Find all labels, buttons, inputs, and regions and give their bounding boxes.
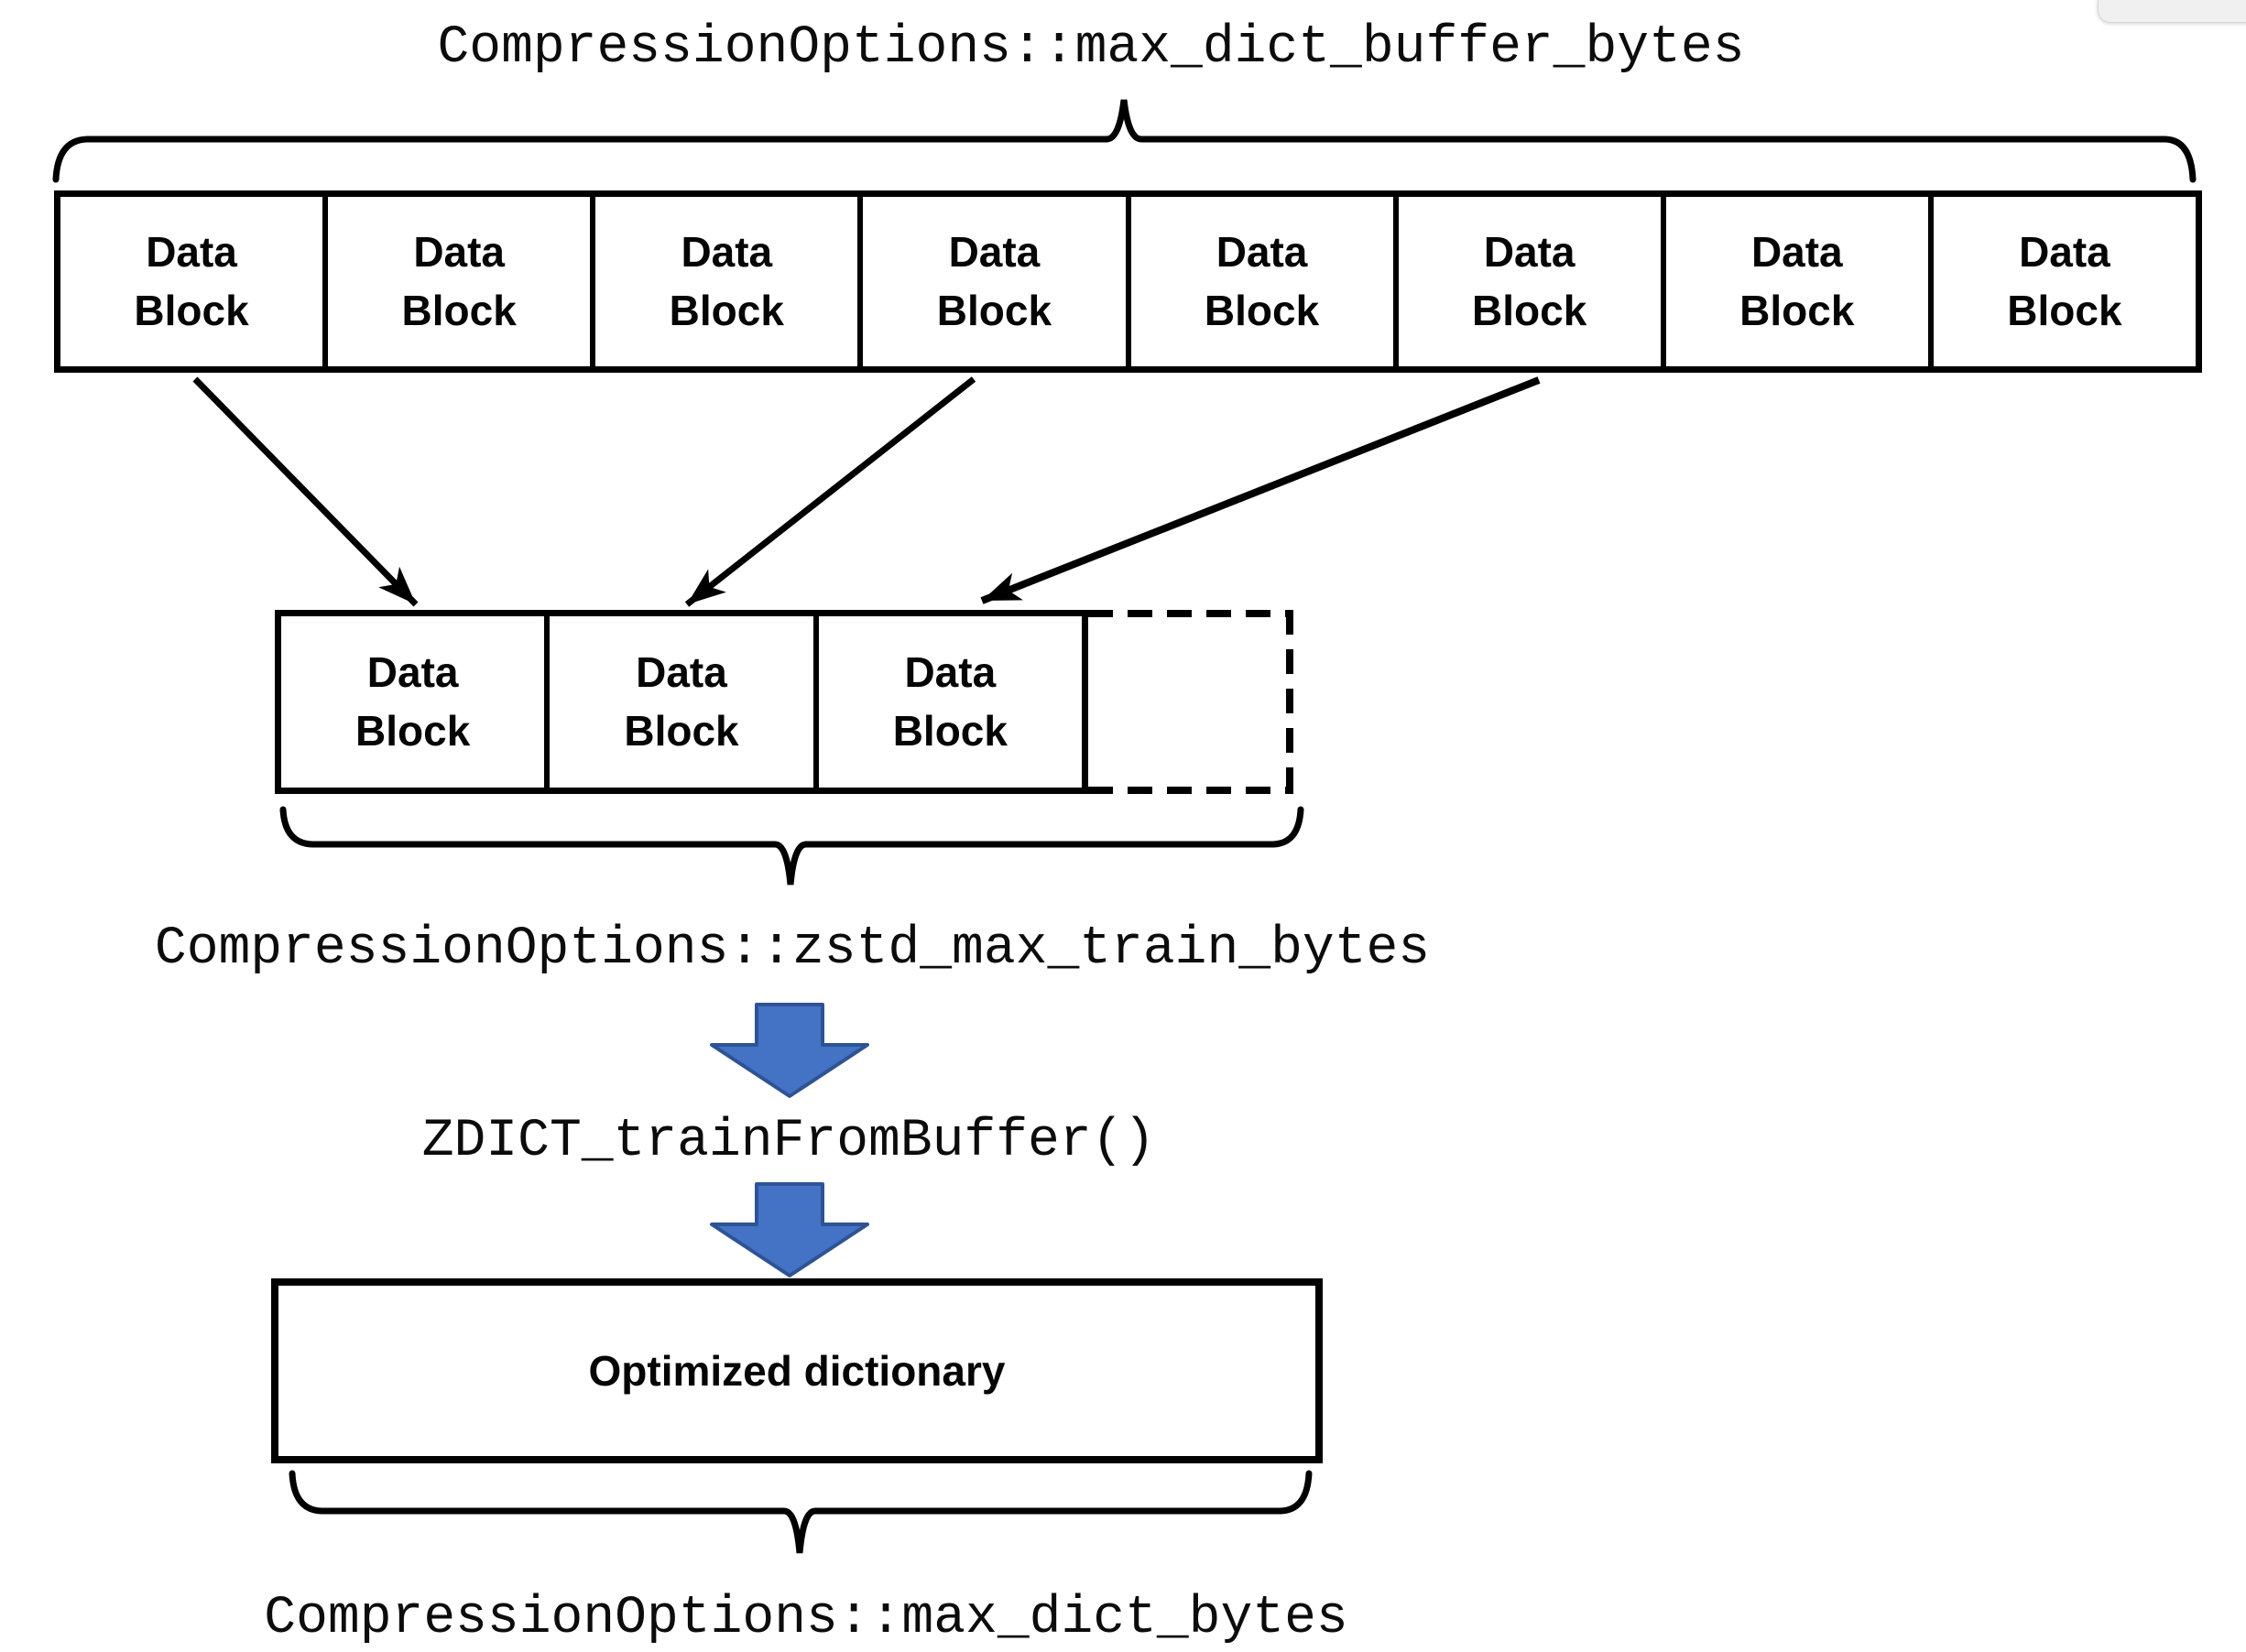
data-block-cell: Data Block — [595, 197, 864, 366]
down-arrow-icon — [710, 1003, 869, 1098]
data-block-cell: Data Block — [1399, 197, 1666, 366]
floating-panel-fragment — [2098, 0, 2246, 23]
train-row: Data Block Data Block Data Block — [275, 610, 1088, 794]
sample-arrow-3 — [980, 376, 1541, 604]
zstd-max-train-bytes-label: CompressionOptions::zstd_max_train_bytes — [154, 919, 1431, 979]
max-dict-bytes-brace — [289, 1470, 1313, 1554]
zdict-train-from-buffer-label: ZDICT_trainFromBuffer() — [421, 1112, 1156, 1171]
dashed-placeholder-block — [1088, 610, 1293, 794]
data-block-cell: Data Block — [60, 197, 329, 366]
buffer-row: Data Block Data Block Data Block Data Bl… — [54, 190, 2202, 373]
optimized-dictionary-label: Optimized dictionary — [588, 1347, 1006, 1395]
data-block-cell: Data Block — [328, 197, 596, 366]
max-dict-bytes-label: CompressionOptions::max_dict_bytes — [264, 1589, 1348, 1648]
sample-arrow-1 — [192, 376, 419, 607]
data-block-cell: Data Block — [2007, 228, 2122, 334]
data-block-cell: Data Block — [550, 616, 819, 788]
data-block-cell: Data Block — [1131, 197, 1399, 366]
train-bytes-brace — [279, 806, 1304, 886]
optimized-dictionary-box: Optimized dictionary — [271, 1278, 1323, 1463]
max-dict-buffer-bytes-label: CompressionOptions::max_dict_buffer_byte… — [437, 18, 1745, 78]
data-block-cell: Data Block — [892, 648, 1008, 755]
buffer-brace — [52, 99, 2197, 183]
data-block-cell: Data Block — [281, 616, 551, 788]
data-block-cell: Data Block — [863, 197, 1131, 366]
down-arrow-icon — [710, 1182, 869, 1277]
sample-arrow-2 — [684, 376, 976, 607]
data-block-cell: Data Block — [1666, 197, 1934, 366]
